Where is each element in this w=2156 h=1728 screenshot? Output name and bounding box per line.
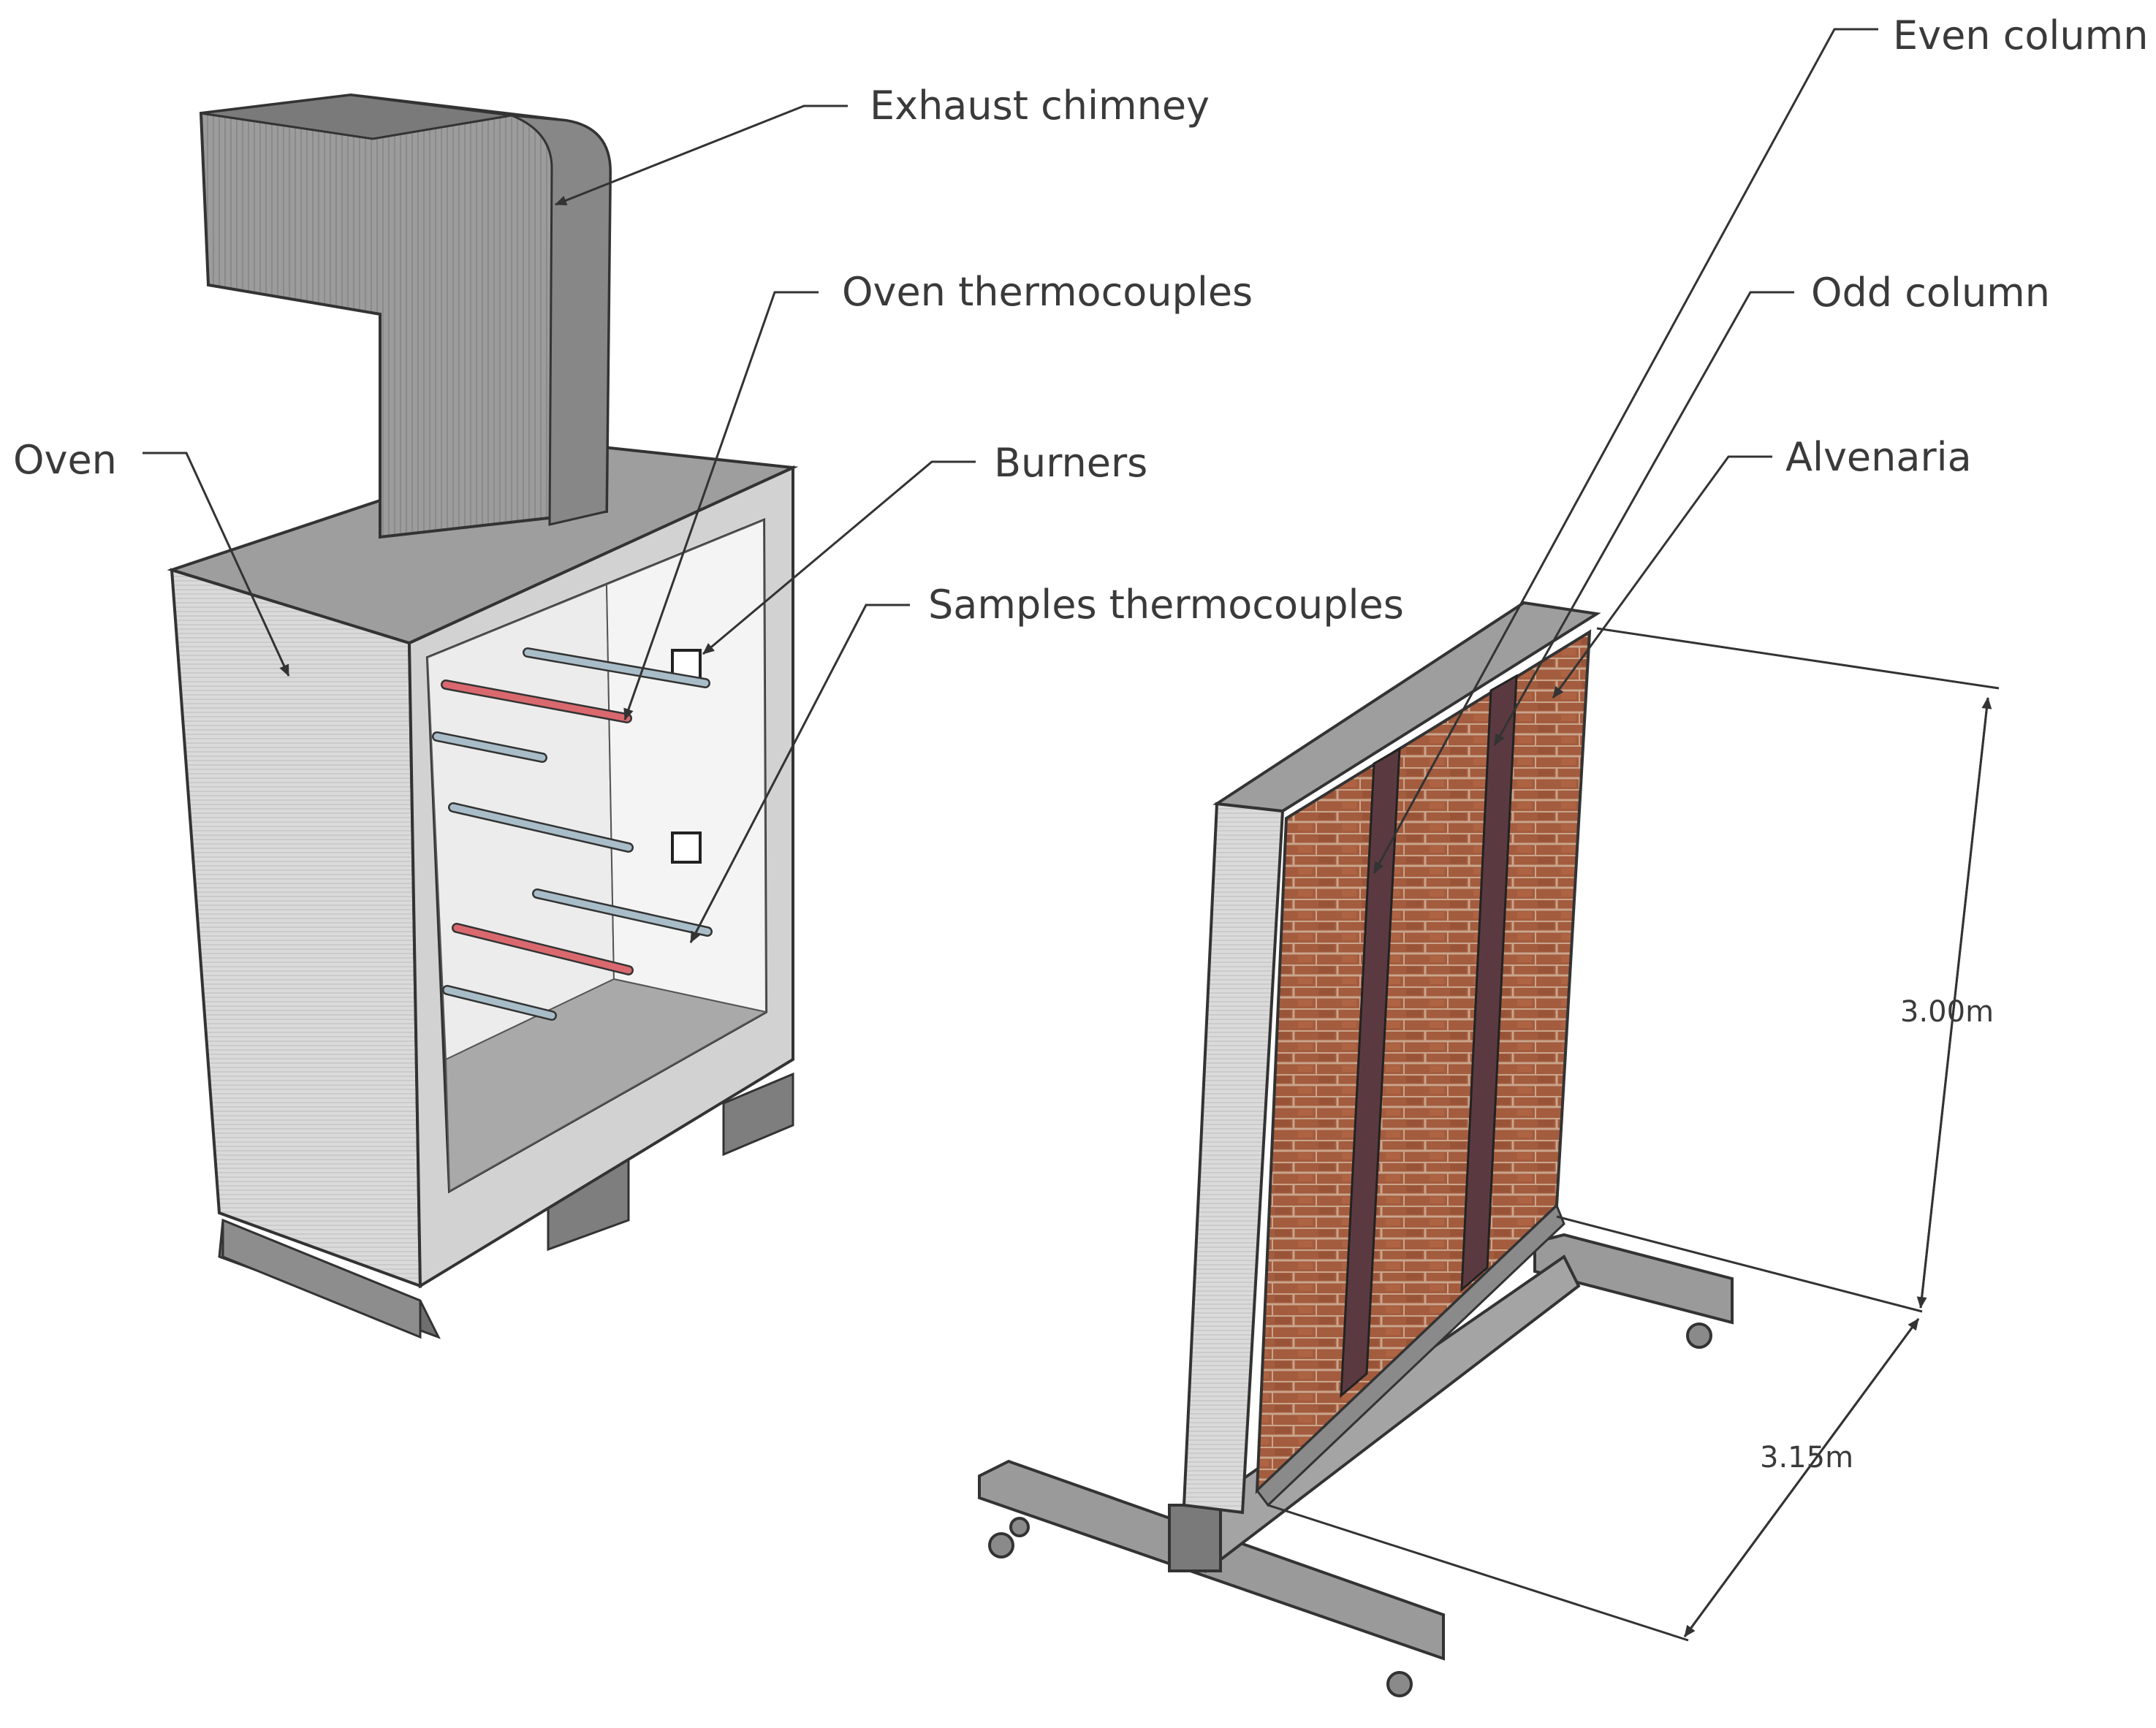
label-alvenaria: Alvenaria <box>1785 434 1972 480</box>
wheels <box>988 1322 1712 1697</box>
dimension-height-label: 3.00m <box>1900 995 1994 1029</box>
exhaust-chimney <box>199 93 612 539</box>
thermocouple-rods <box>432 647 713 1021</box>
label-samples-thermocouples: Samples thermocouples <box>928 582 1404 628</box>
dimension-lines <box>1267 627 2000 1642</box>
label-odd-column: Odd column <box>1811 270 2051 316</box>
leader-lines <box>143 28 1878 943</box>
label-exhaust-chimney: Exhaust chimney <box>870 83 1210 129</box>
burner-lower <box>671 831 702 864</box>
oven-interior-back-right <box>605 519 767 1013</box>
wall-specimen <box>978 601 1734 1697</box>
even-column <box>1460 674 1518 1293</box>
label-oven-thermocouples: Oven thermocouples <box>842 269 1253 315</box>
oven-side-face <box>170 568 422 1288</box>
oven-interior-floor <box>444 978 768 1192</box>
oven <box>167 93 799 1339</box>
dimension-width-label: 3.15m <box>1760 1441 1854 1474</box>
wall-frame-bottom <box>1255 1203 1565 1507</box>
label-burners: Burners <box>994 440 1148 486</box>
odd-column <box>1340 747 1401 1398</box>
wall-frame-top <box>1212 601 1601 813</box>
label-oven: Oven <box>13 437 117 483</box>
label-even-column: Even column <box>1893 12 2149 58</box>
